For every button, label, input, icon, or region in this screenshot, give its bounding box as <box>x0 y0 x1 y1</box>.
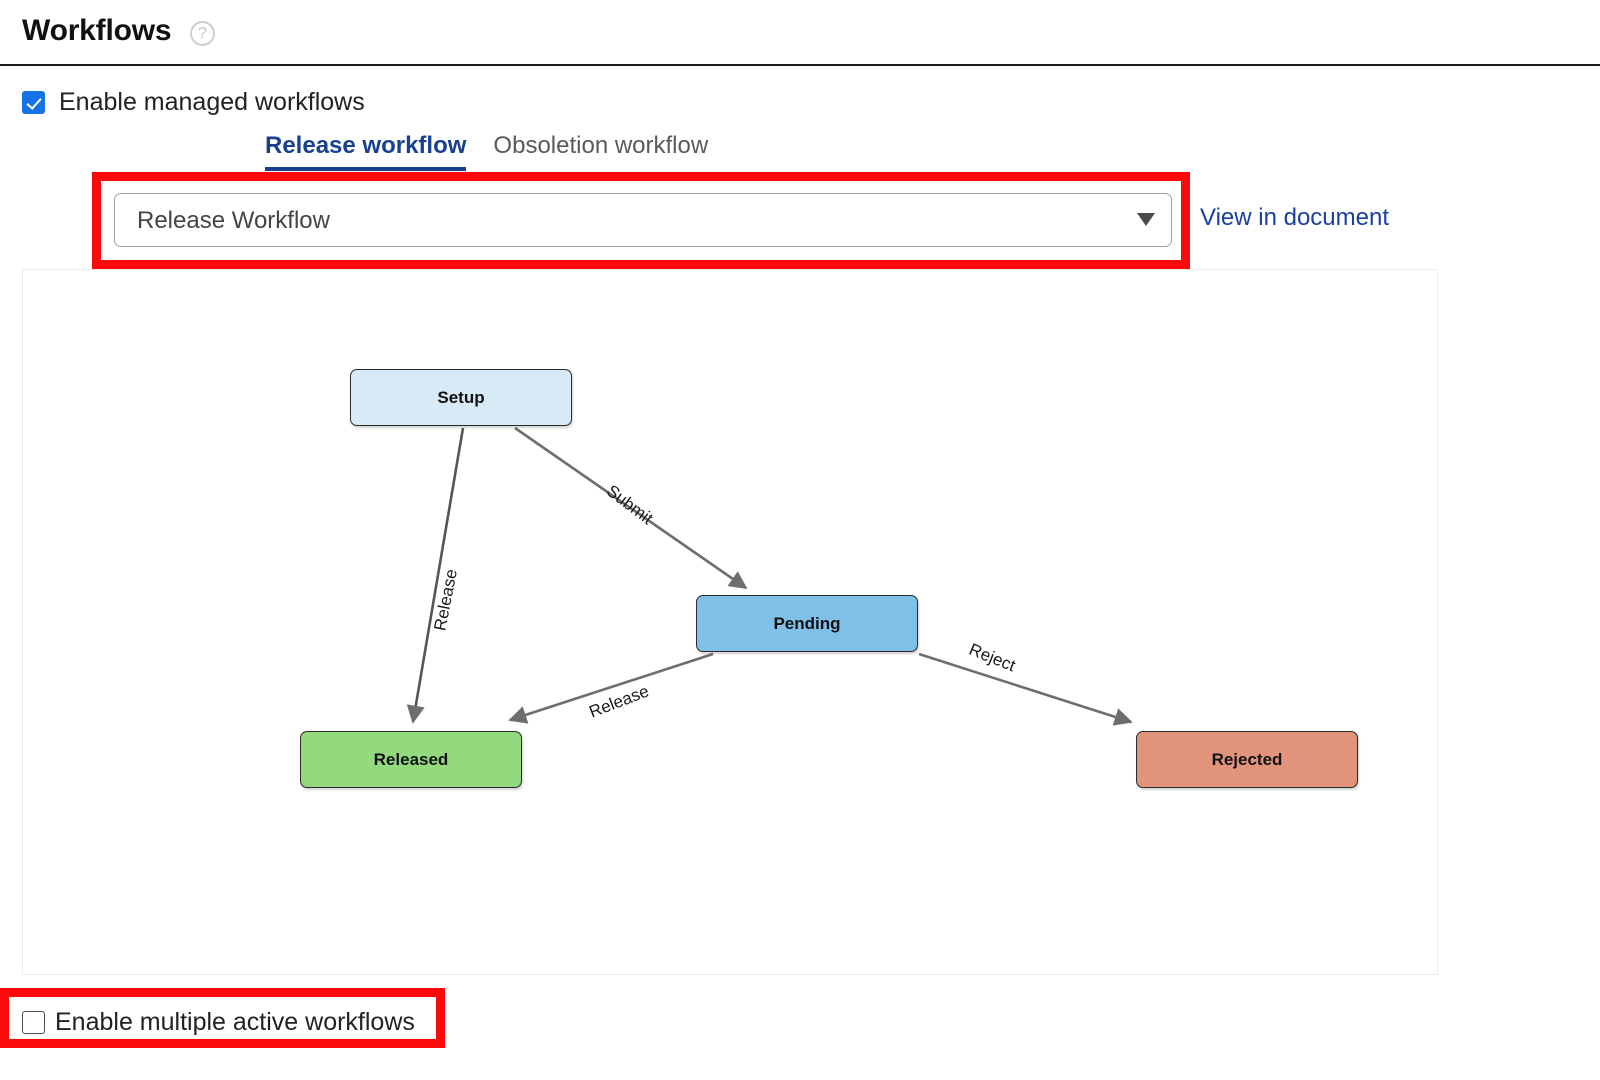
help-circle-icon[interactable]: ? <box>190 21 215 46</box>
tab-obsoletion-workflow[interactable]: Obsoletion workflow <box>493 132 709 159</box>
enable-managed-workflows-checkbox[interactable] <box>22 91 45 114</box>
workflow-node-rejected[interactable]: Rejected <box>1136 731 1358 788</box>
chevron-down-icon[interactable] <box>1137 213 1155 226</box>
workflow-select[interactable]: Release Workflow <box>114 193 1172 247</box>
enable-multiple-active-workflows-checkbox[interactable] <box>22 1011 45 1034</box>
enable-multiple-active-workflows-row[interactable]: Enable multiple active workflows <box>22 1008 415 1037</box>
workflow-diagram-edges <box>406 426 1133 726</box>
workflow-node-pending[interactable]: Pending <box>696 595 918 652</box>
enable-managed-workflows-row[interactable]: Enable managed workflows <box>22 88 365 117</box>
page-title: Workflows <box>22 14 172 47</box>
workflow-select-value: Release Workflow <box>137 207 330 234</box>
workflow-tabs: Release workflow Obsoletion workflow <box>265 132 708 171</box>
workflow-node-released[interactable]: Released <box>300 731 522 788</box>
view-in-document-link[interactable]: View in document <box>1200 204 1389 231</box>
page-header: Workflows ? <box>0 0 1600 66</box>
enable-multiple-active-workflows-label: Enable multiple active workflows <box>55 1008 415 1036</box>
enable-managed-workflows-label: Enable managed workflows <box>59 88 365 116</box>
workflow-node-setup[interactable]: Setup <box>350 369 572 426</box>
tab-release-workflow[interactable]: Release workflow <box>265 132 467 171</box>
workflow-diagram-canvas: Setup Pending Released Rejected Release … <box>22 269 1438 975</box>
